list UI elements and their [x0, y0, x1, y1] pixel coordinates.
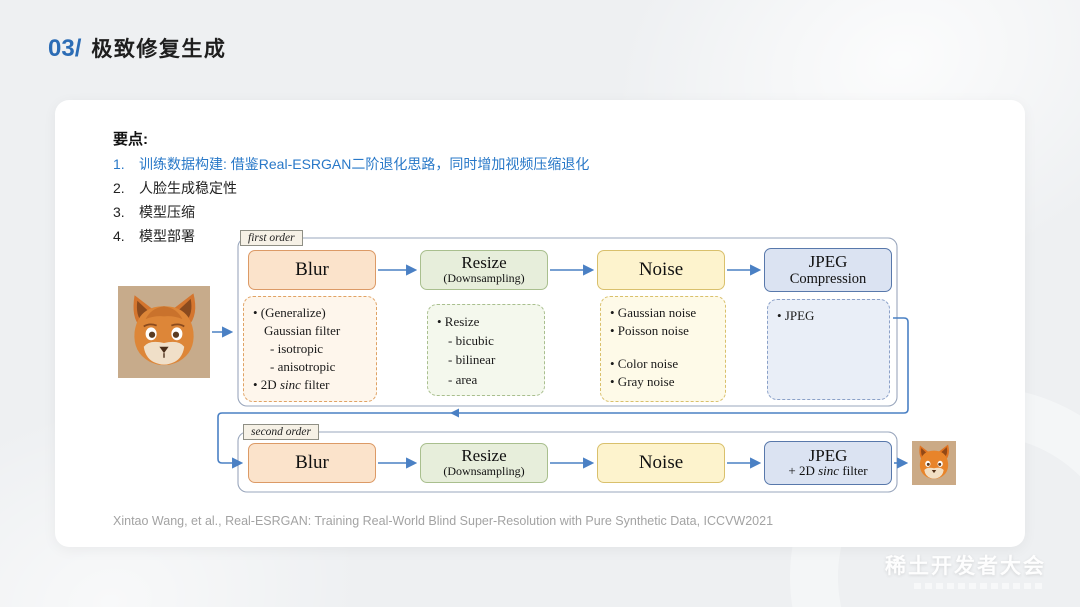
second-order-label: second order — [243, 424, 319, 440]
blur-box-second-order: Blur — [248, 443, 376, 483]
watermark-subtext — [914, 583, 1046, 589]
keypoint-text: 模型压缩 — [139, 204, 195, 220]
keypoint-number: 4. — [113, 228, 125, 244]
watermark: 稀土开发者大会 — [885, 550, 1046, 589]
watermark-title: 稀土开发者大会 — [885, 555, 1046, 578]
detail-line: • Gray noise — [610, 373, 675, 389]
detail-line: - isotropic — [270, 340, 324, 356]
box-title: Blur — [295, 452, 329, 474]
fox-degraded-output-image — [912, 441, 956, 485]
detail-line: - bilinear — [448, 352, 496, 368]
detail-line: • Gaussian noise — [610, 305, 697, 320]
citation: Xintao Wang, et al., Real-ESRGAN: Traini… — [113, 514, 774, 528]
fox-input-image — [118, 286, 210, 378]
feedback-connector-first-to-second-order — [217, 317, 909, 469]
feedback-mid-arrowhead — [450, 408, 459, 418]
detail-line: • Resize — [437, 314, 480, 329]
detail-line: • JPEG — [777, 308, 815, 323]
detail-line: • Poisson noise — [610, 322, 689, 338]
detail-line: • Color noise — [610, 355, 679, 371]
box-title: JPEG — [808, 251, 848, 271]
keypoint-number: 2. — [113, 180, 125, 196]
keypoint-item-3: 3. 模型压缩 — [113, 200, 589, 224]
detail-line: • (Generalize) — [253, 305, 326, 320]
keypoint-number: 1. — [113, 156, 125, 172]
box-subtitle: (Downsampling) — [443, 464, 525, 479]
noise-box-first-order: Noise — [597, 250, 725, 290]
detail-line: - anisotropic — [270, 358, 336, 374]
keypoint-item-2: 2. 人脸生成稳定性 — [113, 176, 589, 200]
keypoint-text: 训练数据构建: 借鉴Real-ESRGAN二阶退化思路，同时增加视频压缩退化 — [139, 156, 590, 172]
box-title: Resize — [461, 446, 507, 466]
noise-details-box: • Gaussian noise • Poisson noise • Color… — [600, 296, 726, 402]
keypoint-item-4: 4. 模型部署 — [113, 224, 589, 248]
first-order-label: first order — [240, 230, 303, 246]
jpeg-details-box: • JPEG — [767, 299, 890, 400]
box-subtitle: + 2D sinc filter — [788, 463, 868, 479]
keypoints-list: 1. 训练数据构建: 借鉴Real-ESRGAN二阶退化思路，同时增加视频压缩退… — [113, 152, 589, 248]
jpeg-sinc-box-second-order: JPEG + 2D sinc filter — [764, 441, 892, 485]
content-card: 要点: 1. 训练数据构建: 借鉴Real-ESRGAN二阶退化思路，同时增加视… — [55, 100, 1025, 547]
diagram-connectors — [212, 237, 909, 493]
detail-line: - area — [448, 371, 478, 387]
box-subtitle: (Downsampling) — [443, 271, 525, 286]
detail-line: - bicubic — [448, 333, 494, 349]
box-title: Resize — [461, 253, 507, 273]
detail-line: • 2D sinc filter — [253, 376, 330, 392]
keypoints-heading: 要点: — [113, 131, 148, 148]
noise-box-second-order: Noise — [597, 443, 725, 483]
jpeg-box-first-order: JPEG Compression — [764, 248, 892, 292]
blur-box-first-order: Blur — [248, 250, 376, 290]
resize-details-box: • Resize - bicubic - bilinear - area — [427, 304, 545, 396]
keypoint-item-1: 1. 训练数据构建: 借鉴Real-ESRGAN二阶退化思路，同时增加视频压缩退… — [113, 152, 589, 176]
box-subtitle: Compression — [789, 270, 867, 287]
keypoint-text: 人脸生成稳定性 — [139, 180, 237, 196]
page-title: 极致修复生成 — [91, 38, 227, 61]
box-title: Noise — [638, 452, 684, 474]
box-title: Noise — [638, 259, 684, 281]
detail-spacer — [610, 340, 716, 355]
box-title: Blur — [295, 259, 329, 281]
detail-line: Gaussian filter — [264, 322, 341, 338]
keypoint-number: 3. — [113, 204, 125, 220]
blur-details-box: • (Generalize) Gaussian filter - isotrop… — [243, 296, 377, 402]
first-order-group-frame — [237, 237, 898, 407]
box-title: JPEG — [808, 445, 848, 465]
slide-header: 03/ 极致修复生成 — [48, 33, 226, 63]
section-number: 03/ — [48, 35, 82, 62]
resize-box-first-order: Resize (Downsampling) — [420, 250, 548, 290]
keypoint-text: 模型部署 — [139, 228, 195, 244]
resize-box-second-order: Resize (Downsampling) — [420, 443, 548, 483]
